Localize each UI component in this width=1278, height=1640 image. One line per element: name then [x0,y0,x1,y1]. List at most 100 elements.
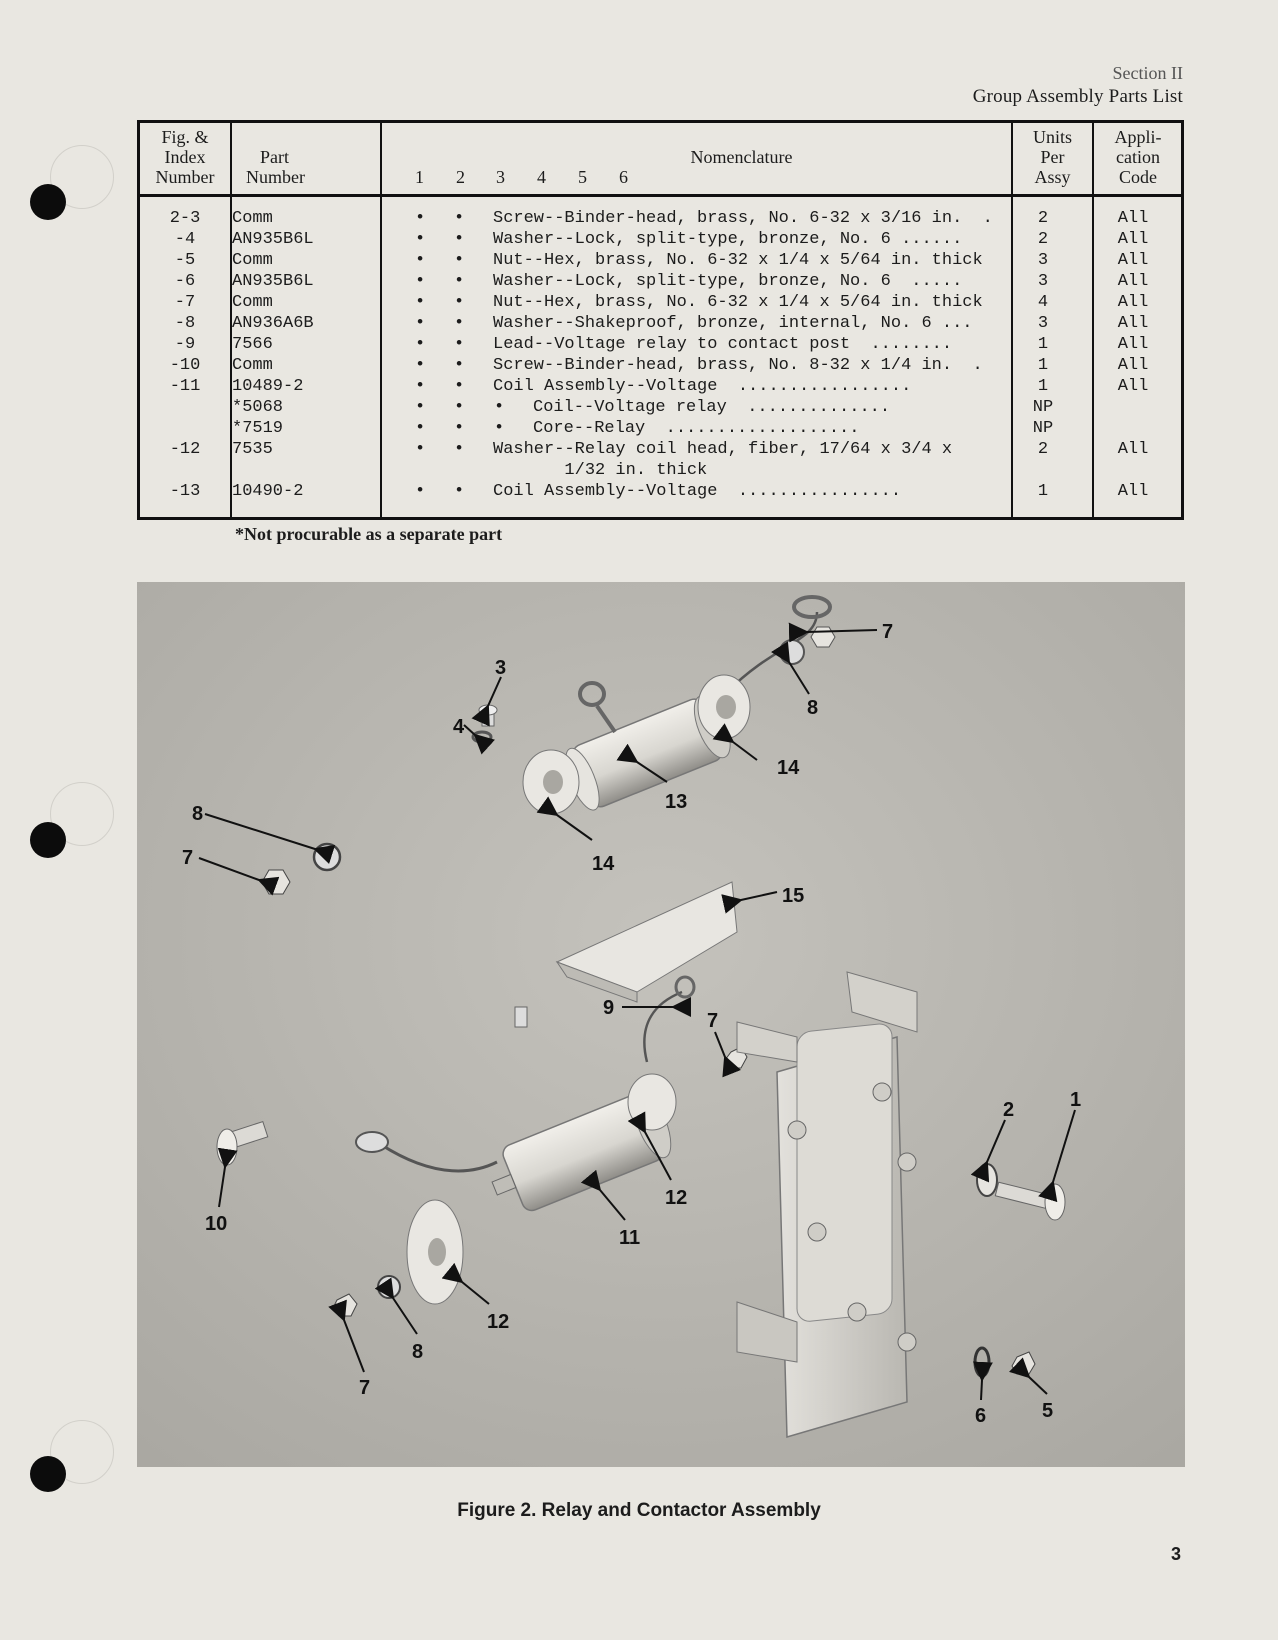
index-cell: -5 [174,251,196,270]
indent-dot: • [454,230,465,249]
washer-12-upper [627,1073,677,1131]
part-number-cell: 10489-2 [232,377,304,396]
punch-ring-top [50,145,114,209]
units-cell: 3 [1037,251,1049,270]
indent-dot: • [415,209,426,228]
units-cell: 2 [1037,440,1049,459]
header-part-line: Number [246,167,305,187]
nomenclature-cell: Core--Relay ................... [533,419,860,438]
callout-11: 11 [619,1227,640,1249]
indent-dot: • [415,440,426,459]
application-code-cell: All [1117,356,1149,375]
indent-dot: • [415,419,426,438]
header-code-line: cation [1116,147,1160,167]
column-divider [1011,123,1013,517]
callout-2: 2 [1003,1099,1014,1121]
indent-dot: • [415,272,426,291]
callout-7: 7 [182,847,193,869]
indent-dot: • [415,293,426,312]
indent-dot: • [415,482,426,501]
page-number: 3 [1170,1544,1181,1564]
washer-12-lower-hole [428,1238,446,1266]
callout-14: 14 [777,757,800,779]
indent-dot: • [454,293,465,312]
column-divider [1092,123,1094,517]
nomenclature-cell: Washer--Lock, split-type, bronze, No. 6 … [493,272,963,291]
indent-dot: • [454,356,465,375]
section-label: Section II [1112,63,1183,83]
nomenclature-cell: Washer--Lock, split-type, bronze, No. 6 … [493,230,963,249]
units-cell: 3 [1037,272,1049,291]
table-row: 1/32 in. thick [140,461,1181,482]
header-index-line: Number [155,167,215,187]
index-cell: -7 [174,293,196,312]
index-cell: -11 [169,377,201,396]
callout-9: 9 [603,997,614,1019]
contactor-base [736,971,918,1438]
application-code-cell: All [1117,335,1149,354]
part-number-cell: *7519 [232,419,284,438]
application-code-cell: All [1117,482,1149,501]
header-index-line: Index [164,147,206,167]
indent-dot: • [454,335,465,354]
punch-hole-middle [30,822,66,858]
units-cell: NP [1032,398,1054,417]
punch-ring-middle [50,782,114,846]
header-index-line: Fig. & [161,127,209,147]
index-cell: -10 [169,356,201,375]
header-code-line: Appli- [1114,127,1162,147]
bracket-15-edge [555,960,638,1003]
level-5: 5 [578,167,587,187]
header-nomenclature-label: Nomenclature [690,147,793,167]
index-cell: -6 [174,272,196,291]
nomenclature-cell: Washer--Shakeproof, bronze, internal, No… [493,314,973,333]
callout-4: 4 [453,716,465,738]
indent-dot: • [454,209,465,228]
index-cell: 2-3 [169,209,201,228]
units-cell: 1 [1037,356,1049,375]
header-units-line: Per [1040,147,1065,167]
indent-dot: • [415,314,426,333]
header-part: Part Number [232,147,305,187]
header-units-line: Assy [1034,167,1071,187]
part-number-cell: 7566 [232,335,273,354]
callout-12: 12 [665,1187,687,1209]
units-cell: 3 [1037,314,1049,333]
leader-lines [198,622,1076,1401]
units-cell: 1 [1037,377,1049,396]
callout-15: 15 [782,885,804,907]
header-units: Units Per Assy [1013,127,1092,187]
nomenclature-cell: 1/32 in. thick [493,461,708,480]
callout-7: 7 [707,1010,718,1032]
indent-dot: • [415,377,426,396]
part-number-cell: *5068 [232,398,284,417]
callout-14: 14 [592,853,615,875]
application-code-cell: All [1117,293,1149,312]
nomenclature-cell: Lead--Voltage relay to contact post ....… [493,335,953,354]
nomenclature-cell: Screw--Binder-head, brass, No. 6-32 x 3/… [493,209,993,228]
callout-8: 8 [807,697,818,719]
washer-14-upper-hole [716,695,736,719]
callout-12: 12 [487,1311,509,1333]
application-code-cell: All [1117,314,1149,333]
units-cell: 4 [1037,293,1049,312]
callout-labels: 7 8 14 13 14 3 4 8 7 15 9 7 12 11 12 8 7… [182,621,1081,1427]
units-cell: 1 [1037,335,1049,354]
footnote: *Not procurable as a separate part [235,524,503,544]
punch-hole-top [30,184,66,220]
application-code-cell: All [1117,440,1149,459]
page-header: Section II Group Assembly Parts List [973,62,1183,108]
part-number-cell: Comm [232,209,273,228]
index-cell: -4 [174,230,196,249]
indent-dot: • [454,482,465,501]
small-screw [514,1006,528,1028]
nomenclature-cell: Screw--Binder-head, brass, No. 8-32 x 1/… [493,356,983,375]
indent-dot: • [415,335,426,354]
